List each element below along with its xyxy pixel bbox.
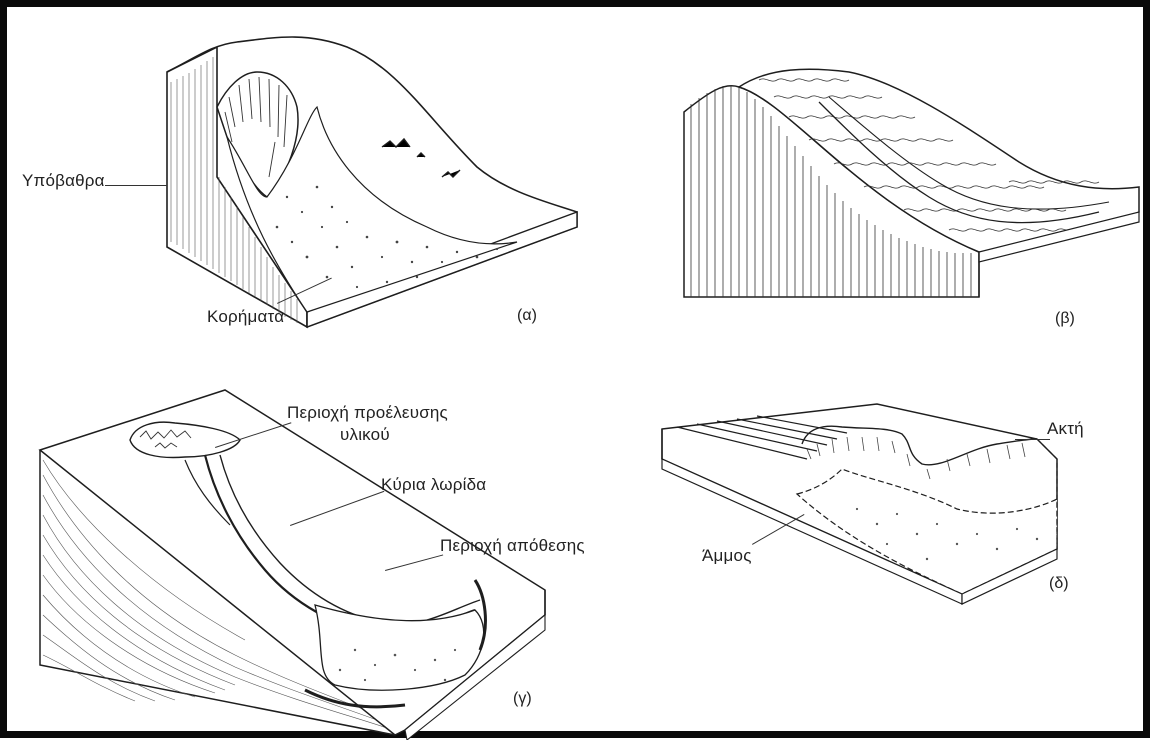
source-area-label-line1: Περιοχή προέλευσης: [287, 403, 448, 423]
source-area-label-line2: υλικού: [340, 425, 390, 445]
panel-c-debris-flow-block: Περιοχή προέλευσης υλικού Κύρια λωρίδα Π…: [35, 385, 555, 740]
panel-b-id-label: (β): [1055, 310, 1075, 328]
panel-c-id-label: (γ): [513, 690, 532, 708]
main-channel-label: Κύρια λωρίδα: [381, 475, 486, 495]
bedrock-label: Υπόβαθρα: [22, 171, 105, 191]
coast-leader-line: [1015, 439, 1050, 440]
panel-a-drawing: [157, 27, 587, 337]
panel-b-drawing: [679, 62, 1149, 312]
panel-a-id-label: (α): [517, 307, 537, 325]
scree-label: Κορήματα: [207, 307, 284, 327]
bedrock-leader-line: [105, 185, 167, 186]
sand-label: Άμμος: [702, 546, 752, 566]
coast-label: Ακτή: [1047, 419, 1084, 439]
panel-d-id-label: (δ): [1049, 575, 1069, 593]
panel-d-drawing: [657, 399, 1102, 609]
panel-d-coastal-block: Ακτή Άμμος (δ): [657, 399, 1102, 609]
panel-b-slope-block: (β): [679, 62, 1149, 312]
panel-c-drawing: [35, 385, 555, 740]
panel-a-rockfall-block: Υπόβαθρα Κορήματα (α): [157, 27, 587, 337]
deposit-area-label: Περιοχή απόθεσης: [440, 536, 585, 556]
